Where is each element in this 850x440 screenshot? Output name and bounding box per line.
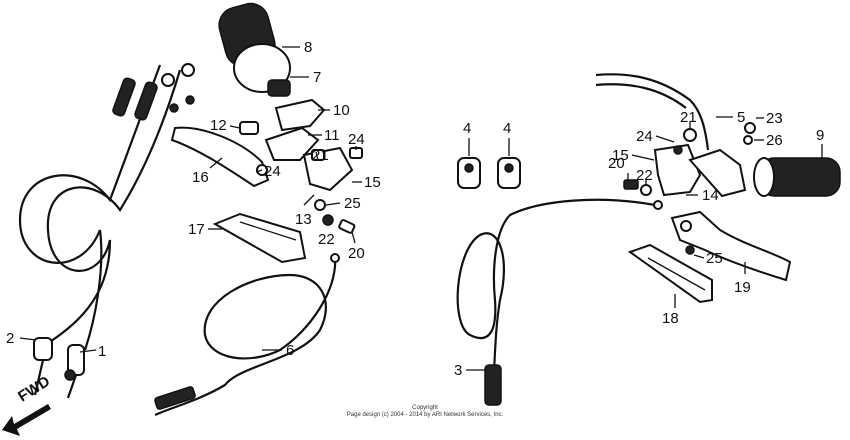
callout-25-left: 25 <box>325 195 361 212</box>
callout-15-right: 15 <box>612 147 655 164</box>
throttle-grip <box>218 2 291 97</box>
lever-guard <box>212 212 307 264</box>
callout-14: 14 <box>686 187 719 204</box>
callout-13: 13 <box>295 194 315 228</box>
callout-22-right: 22 <box>636 167 653 186</box>
svg-text:23: 23 <box>766 110 783 127</box>
svg-text:15: 15 <box>364 174 381 191</box>
svg-text:22: 22 <box>636 167 653 184</box>
callout-18: 18 <box>662 294 679 327</box>
brake-lever <box>670 210 792 282</box>
right-grip <box>753 157 841 197</box>
svg-text:8: 8 <box>304 39 312 56</box>
svg-text:11: 11 <box>324 127 340 144</box>
callout-5: 5 <box>716 109 745 126</box>
svg-text:24: 24 <box>348 131 365 148</box>
callout-1: 1 <box>79 343 106 360</box>
callout-24-left-top: 24 <box>348 131 365 150</box>
callout-26: 26 <box>754 132 783 149</box>
callout-20-left: 20 <box>348 231 365 262</box>
switch-wiring <box>595 73 710 151</box>
callout-3: 3 <box>454 362 486 379</box>
svg-text:2: 2 <box>6 330 14 347</box>
svg-text:24: 24 <box>636 128 653 145</box>
svg-text:17: 17 <box>188 221 205 238</box>
callout-25-right: 25 <box>693 250 723 267</box>
svg-text:26: 26 <box>766 132 783 149</box>
svg-text:6: 6 <box>286 342 294 359</box>
fwd-arrow-icon <box>2 404 51 436</box>
callout-21-left: 21 <box>312 147 329 164</box>
svg-text:15: 15 <box>612 147 629 164</box>
callout-8: 8 <box>282 39 312 56</box>
callout-24-right: 24 <box>636 128 675 145</box>
callout-4-left: 4 <box>463 120 471 156</box>
callout-7: 7 <box>290 69 321 86</box>
svg-text:20: 20 <box>608 155 625 172</box>
svg-text:22: 22 <box>318 231 335 248</box>
svg-text:14: 14 <box>702 187 719 204</box>
svg-text:25: 25 <box>344 195 361 212</box>
callout-16: 16 <box>192 157 223 186</box>
svg-text:4: 4 <box>463 120 471 137</box>
svg-text:13: 13 <box>295 211 312 228</box>
svg-text:1: 1 <box>98 343 106 360</box>
clutch-lever <box>170 126 270 188</box>
svg-text:16: 16 <box>192 169 209 186</box>
svg-text:21: 21 <box>680 109 697 126</box>
svg-text:12: 12 <box>210 117 227 134</box>
callout-2: 2 <box>6 330 37 347</box>
svg-text:25: 25 <box>706 250 723 267</box>
svg-text:18: 18 <box>662 310 679 327</box>
callout-21-right: 21 <box>680 109 697 130</box>
callout-6: 6 <box>262 342 294 359</box>
callout-11: 11 <box>308 127 340 144</box>
brake-cable <box>456 198 663 406</box>
svg-text:10: 10 <box>333 102 350 119</box>
throttle-cables <box>18 63 195 399</box>
svg-text:9: 9 <box>816 127 824 144</box>
right-switch-housing <box>623 122 756 198</box>
svg-text:7: 7 <box>313 69 321 86</box>
svg-text:20: 20 <box>348 245 365 262</box>
callout-24-left-mid: 24 <box>255 163 281 180</box>
handlebar-clamp-left <box>457 157 481 189</box>
callout-9: 9 <box>816 127 824 158</box>
svg-text:21: 21 <box>312 147 329 164</box>
right-lever-guard <box>627 243 713 304</box>
svg-text:24: 24 <box>264 163 281 180</box>
copyright-line-2: Page design (c) 2004 - 2014 by ARI Netwo… <box>346 412 504 418</box>
callout-23: 23 <box>756 110 783 127</box>
callout-20-right: 20 <box>608 155 629 180</box>
clutch-cable <box>154 253 340 416</box>
callout-4-right: 4 <box>503 120 511 156</box>
fwd-label: FWD <box>15 373 53 406</box>
callout-12: 12 <box>210 117 241 134</box>
svg-text:4: 4 <box>503 120 511 137</box>
svg-text:3: 3 <box>454 362 462 379</box>
svg-text:19: 19 <box>734 279 751 296</box>
callout-22-left: 22 <box>318 231 335 248</box>
callout-10: 10 <box>318 102 350 119</box>
callout-17: 17 <box>188 221 222 238</box>
handlebar-clamp-right <box>497 157 521 189</box>
copyright-line-1: Copyright <box>412 405 438 411</box>
callout-19: 19 <box>734 262 751 296</box>
svg-text:5: 5 <box>737 109 745 126</box>
callout-15-left: 15 <box>352 174 381 191</box>
